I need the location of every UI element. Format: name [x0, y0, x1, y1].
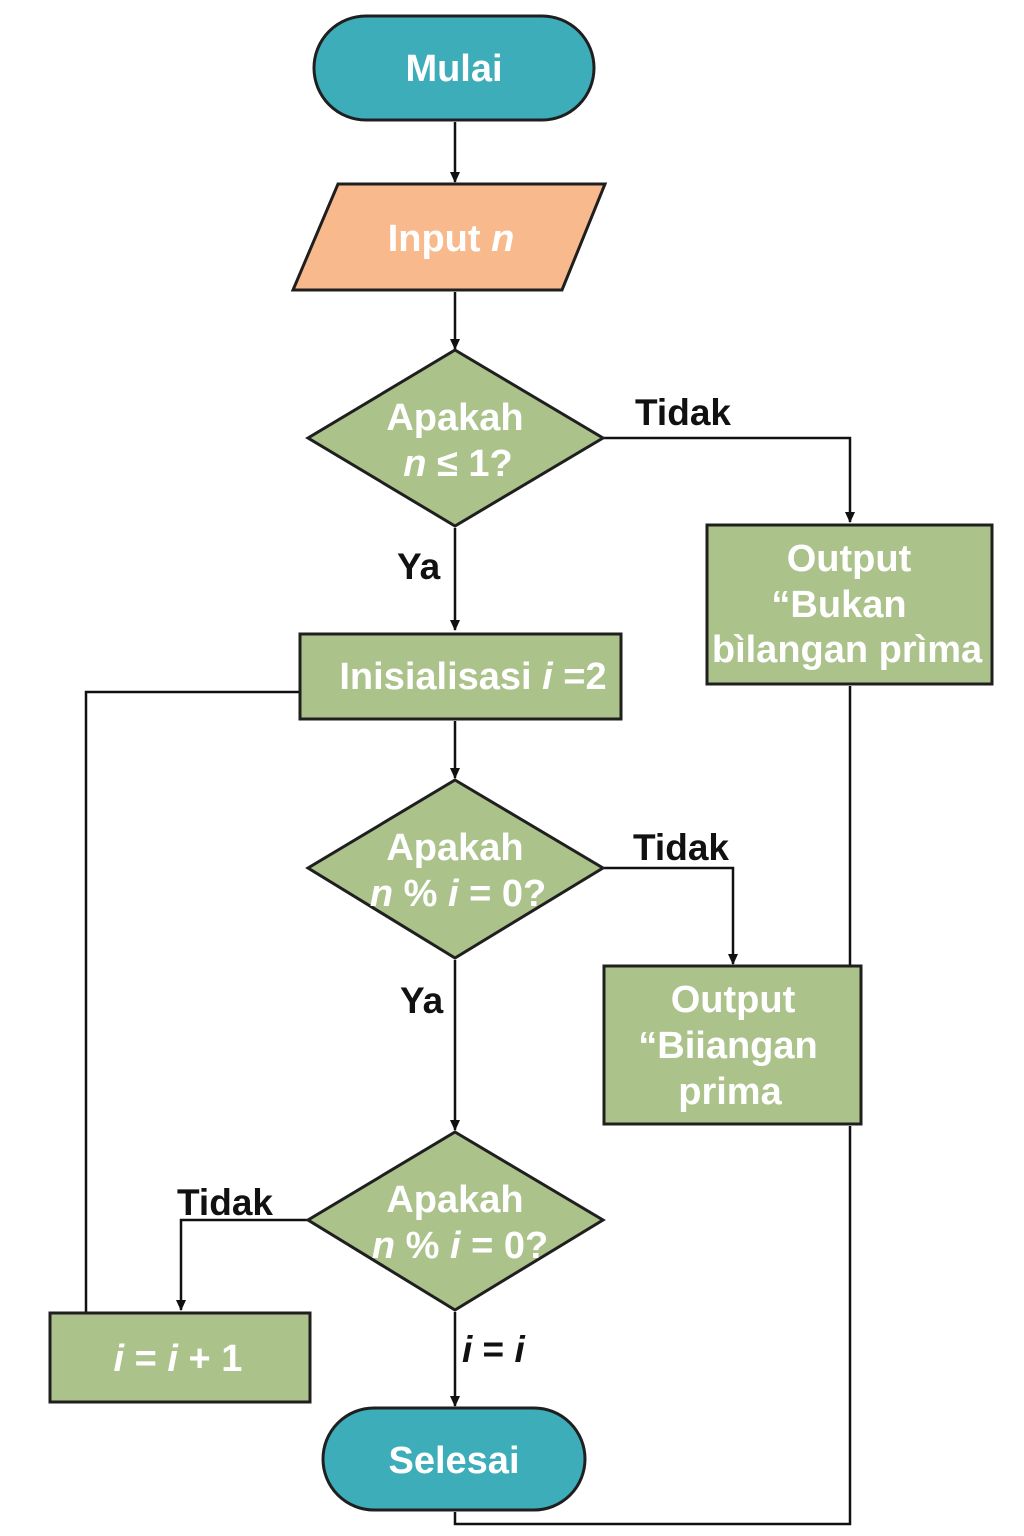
start-terminal-shape: [312, 14, 596, 122]
decision-mod-3: Apakah n % i = 0?: [305, 1130, 606, 1312]
label-d1-yes: Ya: [397, 546, 441, 587]
decision-n-le-1: Apakah n ≤ 1?: [305, 348, 606, 528]
end-terminal-shape: [321, 1406, 587, 1512]
init-label-rest: =2: [553, 656, 607, 698]
decision-mod-2-shape: [305, 778, 606, 960]
label-d3-no: Tidak: [177, 1182, 273, 1223]
increment-label: i = i + 1: [114, 1338, 243, 1380]
decision-mod-3-rest: = 0?: [461, 1225, 549, 1267]
decision-mod-3-line1: Apakah: [386, 1179, 523, 1221]
output-prime-line2: “Biiangan: [638, 1025, 817, 1067]
decision-n-le-1-line2: n ≤ 1?: [403, 443, 513, 485]
output-not-prime-shape: [705, 523, 994, 686]
increment-rest: + 1: [178, 1338, 242, 1380]
edge-decision2-no: [603, 866, 738, 965]
decision-mod-3-line2: n % i = 0?: [372, 1225, 548, 1267]
edge-outputs-to-end: [453, 1126, 852, 1526]
start-terminal: Mulai: [312, 14, 596, 122]
decision-mod-2-line1: Apakah: [386, 827, 523, 869]
connectors: [84, 122, 855, 1526]
input-node-shape: [290, 182, 608, 292]
init-label-var: i: [542, 656, 554, 698]
output-prime-line3: prima: [678, 1071, 782, 1113]
output-prime-shape: [602, 964, 863, 1126]
label-d3-yes-var2: i: [514, 1329, 525, 1370]
decision-mod-3-var2: i: [450, 1225, 462, 1267]
output-not-prime-line1: Output: [787, 538, 912, 580]
decision-n-le-1-var: n: [403, 443, 426, 485]
output-not-prime: Output “Bukan bìlangan prìma: [705, 523, 994, 686]
output-prime: Output “Biiangan prima: [602, 964, 863, 1126]
decision-mod-2-var2: i: [448, 873, 460, 915]
decision-mod-2-var1: n: [370, 873, 393, 915]
edge-decision3-no: [176, 1218, 308, 1311]
input-label: Input n: [388, 218, 515, 260]
input-label-var: n: [491, 218, 514, 260]
edge-increment-loop-back: [84, 690, 300, 1312]
label-d2-yes: Ya: [400, 980, 444, 1021]
end-label: Selesai: [389, 1440, 520, 1482]
decision-mod-2-line2: n % i = 0?: [370, 873, 546, 915]
start-label: Mulai: [405, 48, 502, 90]
init-node-shape: [298, 632, 623, 721]
decision-n-le-1-shape: [305, 348, 606, 528]
init-label: Inisialisasi i =2: [339, 656, 606, 698]
label-d3-yes: i = i: [462, 1329, 525, 1370]
input-label-prefix: Input: [388, 218, 491, 260]
edge-decision1-no: [603, 436, 855, 523]
decision-mod-3-mid: %: [395, 1225, 450, 1267]
init-node: Inisialisasi i =2: [298, 632, 623, 721]
increment-var1: i: [114, 1338, 126, 1380]
label-d2-no: Tidak: [633, 827, 729, 868]
decision-mod-2-rest: = 0?: [459, 873, 547, 915]
label-d3-yes-mid: =: [472, 1329, 514, 1370]
decision-mod-2: Apakah n % i = 0?: [305, 778, 606, 960]
output-not-prime-line3: bìlangan prìma: [712, 629, 983, 671]
label-d3-yes-var1: i: [462, 1329, 473, 1370]
edge-labels: Tidak Ya Tidak Ya Tidak i = i: [177, 392, 731, 1370]
output-not-prime-line2: “Bukan: [771, 584, 906, 626]
decision-mod-3-var1: n: [372, 1225, 395, 1267]
decision-mod-2-mid: %: [393, 873, 448, 915]
decision-n-le-1-line1: Apakah: [386, 397, 523, 439]
increment-var2: i: [167, 1338, 179, 1380]
increment-node-shape: [48, 1311, 312, 1404]
decision-n-le-1-rest: ≤ 1?: [426, 443, 512, 485]
increment-node: i = i + 1: [48, 1311, 312, 1404]
output-prime-line1: Output: [671, 979, 796, 1021]
label-d1-no: Tidak: [635, 392, 731, 433]
end-terminal: Selesai: [321, 1406, 587, 1512]
input-node: Input n: [290, 182, 608, 292]
increment-mid: =: [124, 1338, 167, 1380]
decision-mod-3-shape: [305, 1130, 606, 1312]
init-label-prefix: Inisialisasi: [339, 656, 542, 698]
